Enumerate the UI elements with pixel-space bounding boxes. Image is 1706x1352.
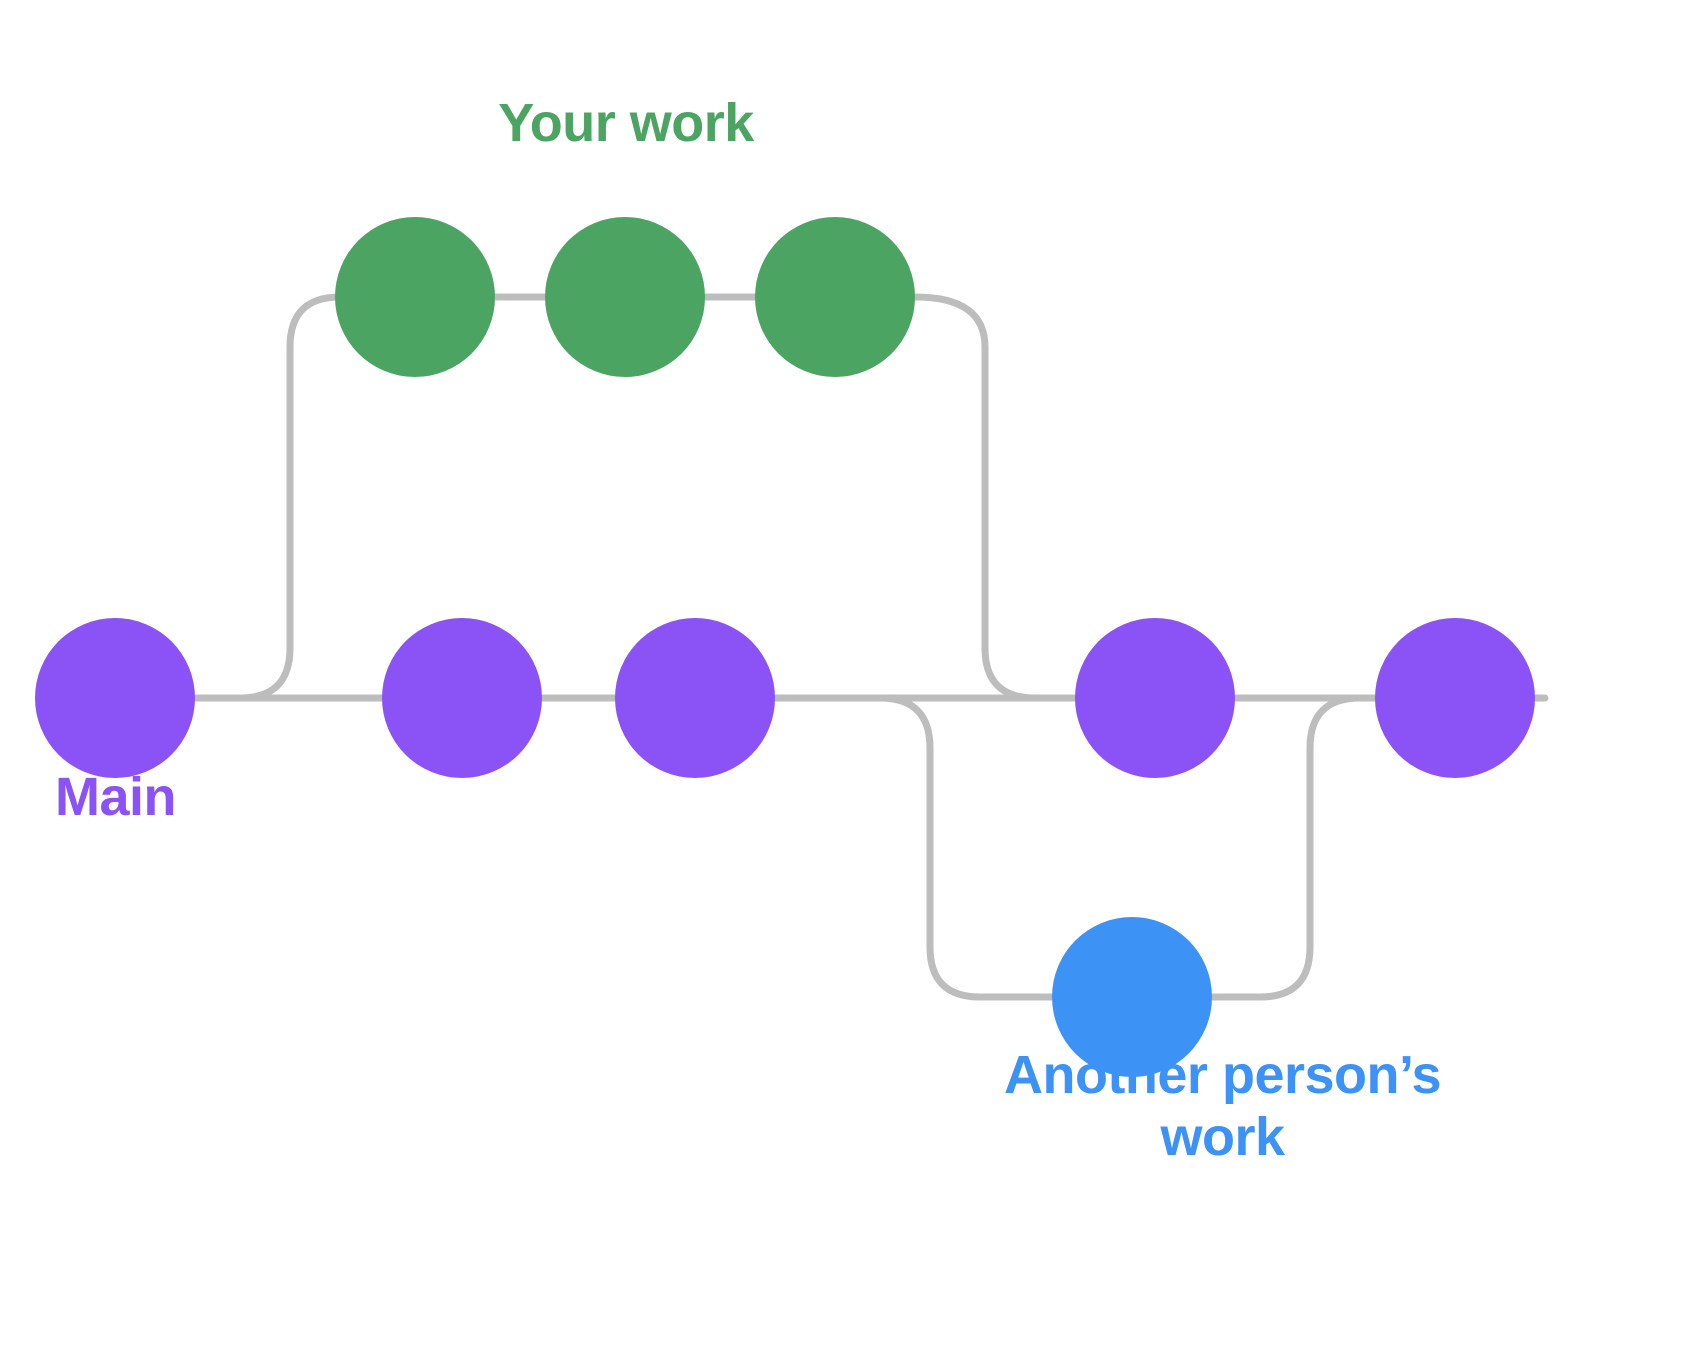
nodes-layer xyxy=(35,217,1535,1077)
branch-label-another-person-line2: work xyxy=(1160,1107,1285,1168)
edges-layer xyxy=(191,293,1549,1001)
commit-node-blue-1[interactable] xyxy=(1052,917,1212,1077)
commit-node-main-3[interactable] xyxy=(615,618,775,778)
branch-edge-branch-out-blue xyxy=(876,694,984,1001)
branch-label-another-person-line1: Another person’s xyxy=(1003,1045,1442,1105)
branch-label-main: Main xyxy=(55,767,177,827)
branch-label-your-work: Your work xyxy=(498,93,754,153)
branch-edge-merge-green-main xyxy=(911,293,1039,702)
commit-node-main-2[interactable] xyxy=(382,618,542,778)
commit-node-green-1[interactable] xyxy=(335,217,495,377)
commit-node-main-4[interactable] xyxy=(1075,618,1235,778)
branch-edge-merge-blue-main xyxy=(1208,694,1364,1001)
commit-node-green-2[interactable] xyxy=(545,217,705,377)
branch-edge-branch-out-green xyxy=(236,293,344,702)
commit-node-main-5[interactable] xyxy=(1375,618,1535,778)
commit-node-main-1[interactable] xyxy=(35,618,195,778)
commit-node-green-3[interactable] xyxy=(755,217,915,377)
